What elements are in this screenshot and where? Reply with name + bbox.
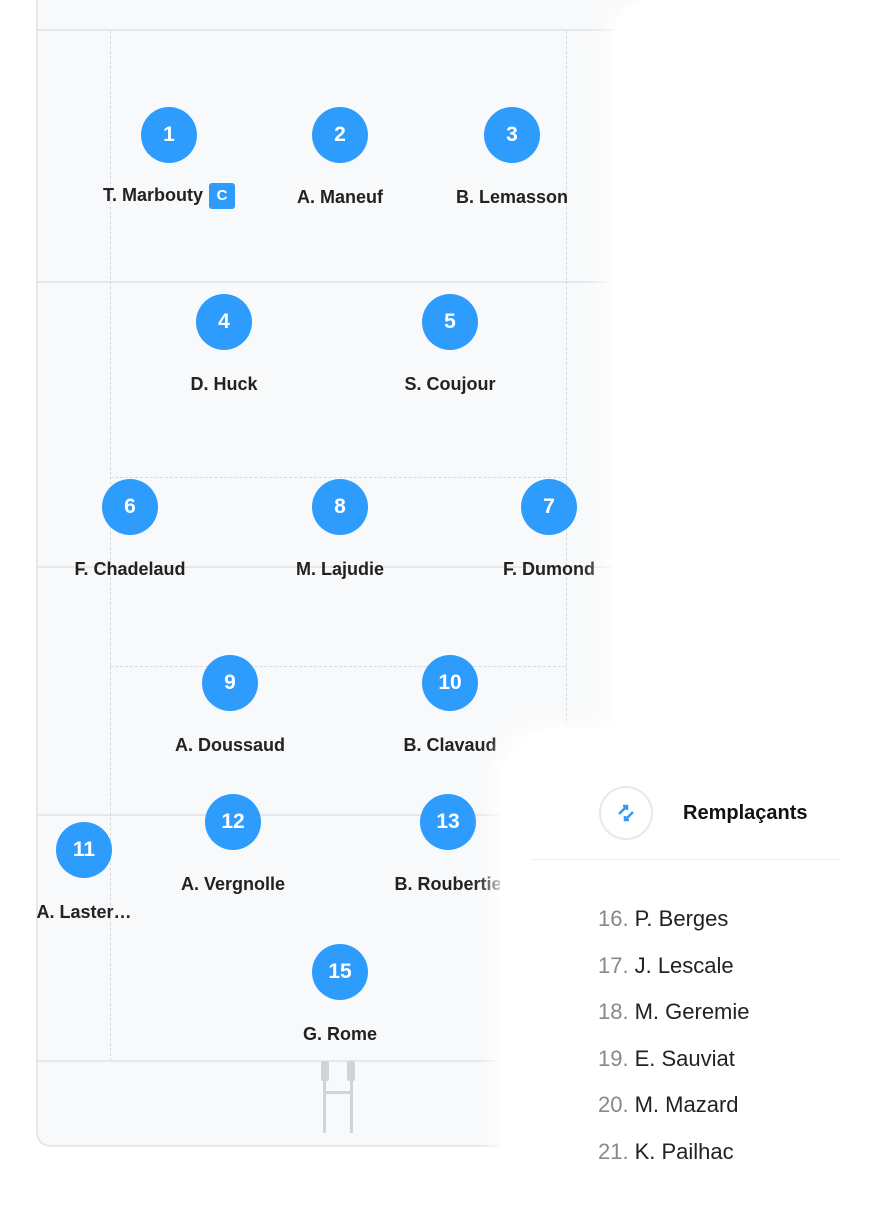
substitute-name: E. Sauviat (634, 1045, 735, 1071)
substitutes-panel (500, 728, 870, 1231)
player-number: 7 (521, 479, 577, 535)
player-3[interactable]: 3 B. Lemasson (412, 107, 612, 208)
substitute-name: P. Berges (634, 906, 729, 931)
dashed-line (110, 666, 566, 667)
player-number: 10 (422, 655, 478, 711)
substitute-item[interactable]: 17.J. Lescale (598, 953, 750, 1000)
player-number: 9 (202, 655, 258, 711)
player-10[interactable]: 10 B. Clavaud (350, 655, 550, 756)
player-number: 5 (422, 294, 478, 350)
player-15[interactable]: 15 G. Rome (240, 944, 440, 1045)
player-1[interactable]: 1 T. Marbouty C (69, 107, 269, 209)
player-13[interactable]: 13 B. Roubertie (348, 794, 548, 895)
player-9[interactable]: 9 A. Doussaud (130, 655, 330, 756)
substitutes-list: 16.P. Berges 17.J. Lescale 18.M. Geremie… (598, 906, 750, 1185)
player-name: G. Rome (302, 1024, 377, 1044)
player-4[interactable]: 4 D. Huck (124, 294, 324, 395)
substitute-item[interactable]: 21.K. Pailhac (598, 1139, 750, 1186)
pitch-line (36, 814, 656, 816)
substitute-number: 21. (598, 1138, 629, 1164)
captain-badge: C (209, 183, 235, 209)
player-name: A. Maneuf (296, 187, 383, 207)
player-name: D. Huck (190, 374, 258, 394)
player-name: A. Laster… (36, 902, 132, 922)
substitute-name: M. Geremie (634, 999, 750, 1024)
player-number: 3 (484, 107, 540, 163)
player-name: S. Coujour (404, 374, 496, 394)
substitute-name: K. Pailhac (634, 1138, 734, 1164)
player-number: 4 (196, 294, 252, 350)
player-number: 12 (205, 794, 261, 850)
substitutes-title: Remplaçants (683, 802, 808, 824)
player-number: 8 (312, 479, 368, 535)
dashed-line (110, 477, 566, 478)
player-5[interactable]: 5 S. Coujour (350, 294, 550, 395)
substitute-item[interactable]: 20.M. Mazard (598, 1092, 750, 1139)
player-name: M. Lajudie (295, 559, 384, 579)
player-name: B. Roubertie (394, 874, 502, 894)
player-12[interactable]: 12 A. Vergnolle (133, 794, 333, 895)
substitute-name: M. Mazard (634, 1092, 739, 1117)
player-8[interactable]: 8 M. Lajudie (240, 479, 440, 580)
player-name: A. Doussaud (174, 735, 285, 755)
player-number: 15 (312, 944, 368, 1000)
player-7[interactable]: 7 F. Dumond (449, 479, 649, 580)
goal-posts-icon (321, 1061, 355, 1133)
pitch-line (36, 566, 656, 568)
player-number: 1 (141, 107, 197, 163)
substitute-item[interactable]: 18.M. Geremie (598, 999, 750, 1046)
dashed-line (566, 31, 567, 731)
player-name: B. Clavaud (403, 735, 497, 755)
substitute-number: 20. (598, 1092, 629, 1117)
substitute-number: 18. (598, 999, 629, 1024)
player-name: B. Lemasson (455, 187, 569, 207)
player-6[interactable]: 6 F. Chadelaud (30, 479, 230, 580)
player-name: T. Marbouty (102, 184, 203, 205)
substitute-number: 17. (598, 952, 629, 978)
substitute-item[interactable]: 16.P. Berges (598, 906, 750, 953)
substitute-name: J. Lescale (634, 952, 734, 978)
player-2[interactable]: 2 A. Maneuf (240, 107, 440, 208)
player-number: 2 (312, 107, 368, 163)
substitute-number: 19. (598, 1045, 629, 1071)
pitch-line (36, 281, 656, 283)
player-number: 11 (56, 822, 112, 878)
player-number: 6 (102, 479, 158, 535)
player-name: F. Chadelaud (74, 559, 186, 579)
swap-arrows-icon (599, 786, 653, 840)
player-11[interactable]: 11 A. Laster… (0, 822, 184, 923)
player-number: 13 (420, 794, 476, 850)
divider (532, 859, 840, 860)
pitch-line (36, 1060, 656, 1062)
page-background (612, 0, 870, 730)
player-name: A. Vergnolle (180, 874, 286, 894)
substitute-number: 16. (598, 906, 629, 931)
pitch-line (36, 29, 656, 31)
dashed-line (110, 31, 111, 1061)
player-name: F. Dumond (503, 559, 595, 579)
substitute-item[interactable]: 19.E. Sauviat (598, 1046, 750, 1093)
